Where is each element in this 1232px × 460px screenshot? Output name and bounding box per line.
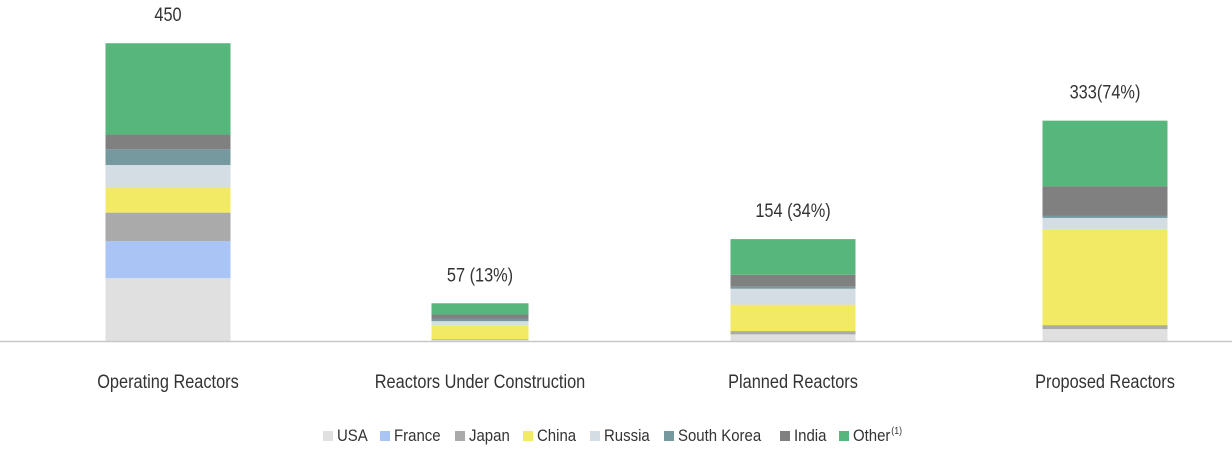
bar-segment-usa-3	[1042, 329, 1168, 341]
bar-segment-south-korea-2	[730, 286, 856, 289]
legend-swatch	[323, 431, 334, 441]
legend-item-india: India	[780, 426, 831, 446]
legend-item-south-korea: South Korea	[663, 426, 773, 446]
bar-segment-other-0	[105, 43, 231, 135]
legend-superscript: (1)	[891, 426, 903, 438]
bar-segment-japan-3	[1042, 325, 1168, 330]
bar-segment-other-2	[730, 239, 856, 275]
legend-item-france: France	[380, 426, 447, 446]
legend-swatch	[780, 431, 791, 441]
bar-segment-china-1	[431, 325, 529, 340]
legend-swatch	[523, 431, 534, 441]
legend-swatch	[839, 431, 850, 441]
legend-swatch	[455, 431, 465, 441]
bar-segment-other-1	[431, 303, 529, 315]
legend: USA France Japan China Russia South Korea Indi…	[0, 426, 1232, 446]
x-tick-label-1: Reactors Under Construction	[375, 371, 586, 392]
total-labels: 450 57 (13%) 154 (34%) 333(74%)	[154, 4, 1140, 285]
legend-label: Russia	[603, 426, 650, 445]
legend-label: South Korea	[677, 426, 761, 445]
bar-segments	[105, 43, 1168, 341]
bar-segment-japan-0	[105, 212, 231, 242]
bar-segment-japan-1	[431, 339, 529, 340]
legend-item-russia: Russia	[589, 426, 656, 446]
total-label-2: 154 (34%)	[755, 200, 830, 221]
bar-segment-france-0	[105, 241, 231, 279]
bar-segment-china-3	[1042, 229, 1168, 326]
bar-segment-other-3	[1042, 120, 1168, 187]
bar-segment-india-0	[105, 134, 231, 150]
legend-label: USA	[337, 426, 368, 445]
legend-swatch	[589, 431, 600, 441]
bar-segment-south-korea-0	[105, 149, 231, 165]
bar-segment-usa-1	[431, 339, 529, 341]
legend-label: France	[394, 426, 441, 445]
total-label-1: 57 (13%)	[447, 264, 513, 285]
legend-label: Other(1)	[853, 426, 903, 445]
bar-segment-japan-2	[730, 331, 856, 335]
legend-label: India	[794, 426, 827, 445]
chart-plot-area: 450 57 (13%) 154 (34%) 333(74%) Operating R…	[0, 4, 1232, 392]
bar-segment-india-1	[431, 314, 529, 319]
bar-segment-russia-0	[105, 164, 231, 188]
bar-segment-india-3	[1042, 186, 1168, 216]
legend-item-japan: Japan	[455, 426, 515, 446]
bar-segment-south-korea-1	[431, 318, 529, 322]
x-tick-label-0: Operating Reactors	[97, 371, 239, 392]
legend-item-other: Other(1)	[839, 426, 909, 446]
bar-segment-russia-3	[1042, 217, 1168, 230]
total-label-0: 450	[154, 4, 181, 25]
legend-item-usa: USA	[323, 426, 372, 446]
legend-swatch	[380, 431, 391, 441]
legend-label: China	[537, 426, 577, 445]
bar-segment-russia-2	[730, 288, 856, 305]
bar-segment-china-0	[105, 187, 231, 213]
bar-segment-south-korea-3	[1042, 215, 1168, 218]
bar-segment-india-2	[730, 274, 856, 287]
x-tick-label-3: Proposed Reactors	[1035, 371, 1175, 392]
legend-label: Japan	[469, 426, 510, 445]
x-tick-label-2: Planned Reactors	[728, 371, 858, 392]
bar-segment-china-2	[730, 304, 856, 332]
x-tick-labels: Operating Reactors Reactors Under Constru…	[97, 371, 1175, 392]
bar-segment-usa-2	[730, 334, 856, 341]
legend-swatch	[663, 431, 674, 441]
total-label-3: 333(74%)	[1070, 81, 1141, 102]
bar-segment-russia-1	[431, 321, 529, 326]
legend-item-china: China	[523, 426, 581, 446]
bar-segment-usa-0	[105, 278, 231, 341]
